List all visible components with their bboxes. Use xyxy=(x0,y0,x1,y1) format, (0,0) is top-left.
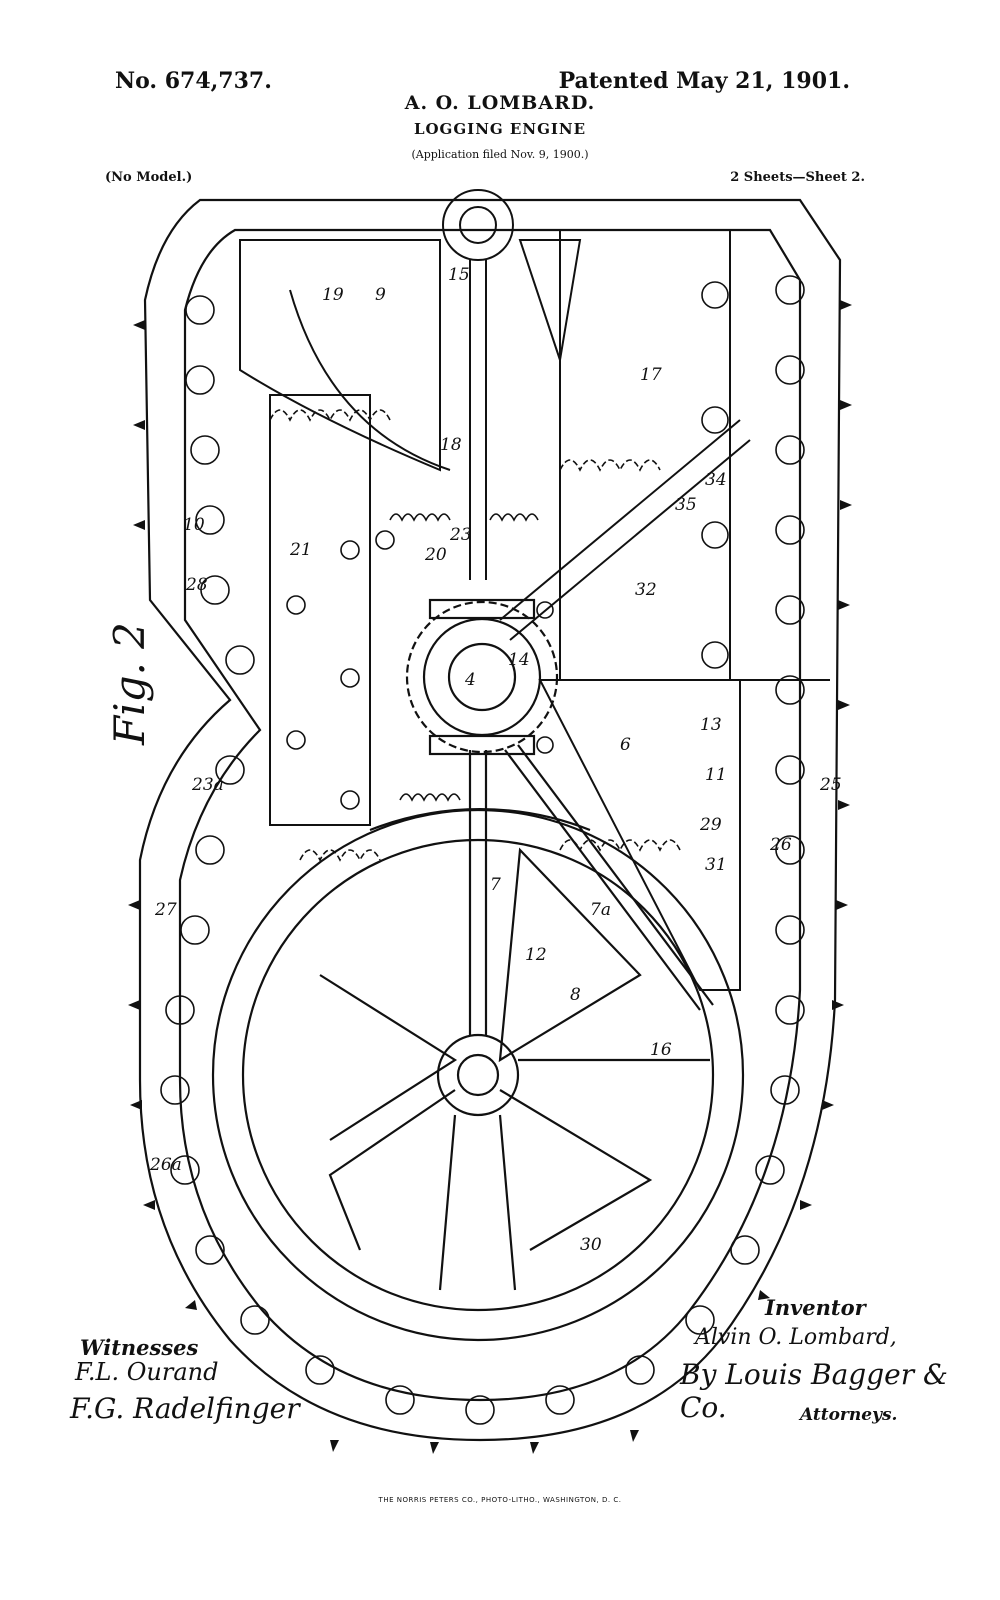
witnesses-label: Witnesses xyxy=(80,1335,199,1360)
ref-numeral: 27 xyxy=(154,900,177,920)
ref-numeral: 16 xyxy=(650,1040,672,1060)
ref-numeral: 32 xyxy=(635,580,657,600)
ref-numeral: 13 xyxy=(700,715,722,735)
ref-numeral: 26a xyxy=(149,1155,182,1175)
gear-segment xyxy=(389,513,539,802)
sheet-count: 2 Sheets—Sheet 2. xyxy=(730,170,865,185)
patent-number: No. 674,737. xyxy=(115,68,272,94)
figure-label: Fig. 2 xyxy=(105,622,154,745)
ref-numeral: 14 xyxy=(508,650,530,670)
inventor-signature: Alvin O. Lombard, xyxy=(695,1325,897,1350)
ref-numeral: 35 xyxy=(675,495,697,515)
central-hub xyxy=(405,598,559,756)
ref-numeral: 19 xyxy=(322,285,344,305)
inventor-heading: A. O. LOMBARD. xyxy=(404,92,596,114)
ref-numeral: 4 xyxy=(464,670,476,690)
ref-numeral: 28 xyxy=(185,575,208,595)
frame-bolts xyxy=(286,281,729,810)
track-spikes xyxy=(128,300,852,1454)
application-filed-date: (Application filed Nov. 9, 1900.) xyxy=(411,148,589,161)
witness-signature-1: F.L. Ourand xyxy=(75,1358,219,1386)
model-note: (No Model.) xyxy=(105,170,193,185)
attorneys-label: Attorneys. xyxy=(800,1405,898,1425)
ref-numeral: 31 xyxy=(705,855,727,875)
ref-numeral: 10 xyxy=(183,515,205,535)
ref-numeral: 11 xyxy=(705,765,727,785)
ref-numeral: 30 xyxy=(580,1235,602,1255)
printer-imprint: THE NORRIS PETERS CO., PHOTO-LITHO., WAS… xyxy=(378,1496,622,1504)
ref-numeral: 7a xyxy=(590,900,611,920)
ref-numeral: 20 xyxy=(424,545,447,565)
patent-date: Patented May 21, 1901. xyxy=(558,68,850,94)
upper-wheel xyxy=(239,189,582,580)
ref-numeral: 25 xyxy=(819,775,842,795)
ref-numeral: 23 xyxy=(449,525,472,545)
ref-numeral: 8 xyxy=(570,985,581,1005)
attorney-signature: By Louis Bagger & Co. xyxy=(680,1358,948,1424)
ref-numeral: 12 xyxy=(525,945,547,965)
ref-numeral: 6 xyxy=(620,735,631,755)
lower-wheel xyxy=(211,744,745,1342)
ref-numeral: 9 xyxy=(375,285,386,305)
ref-numeral: 17 xyxy=(640,365,662,385)
patent-title: LOGGING ENGINE xyxy=(413,120,587,138)
gear-rack xyxy=(269,409,681,862)
ref-numeral: 23a xyxy=(191,775,224,795)
ref-numeral: 34 xyxy=(705,470,727,490)
ref-numeral: 21 xyxy=(289,540,312,560)
ref-numeral: 15 xyxy=(448,265,470,285)
engine-frame xyxy=(269,229,830,991)
ref-numeral: 18 xyxy=(440,435,462,455)
inventor-label: Inventor xyxy=(765,1295,866,1320)
ref-numeral: 7 xyxy=(490,875,501,895)
ref-numeral: 26 xyxy=(769,835,792,855)
ref-numeral: 29 xyxy=(699,815,722,835)
witness-signature-2: F.G. Radelfinger xyxy=(70,1392,300,1425)
track-chain-links xyxy=(160,275,805,1425)
outer-track xyxy=(138,198,842,1442)
reference-numerals: 15 9 19 17 18 35 34 10 21 20 23 32 28 14… xyxy=(149,265,842,1255)
